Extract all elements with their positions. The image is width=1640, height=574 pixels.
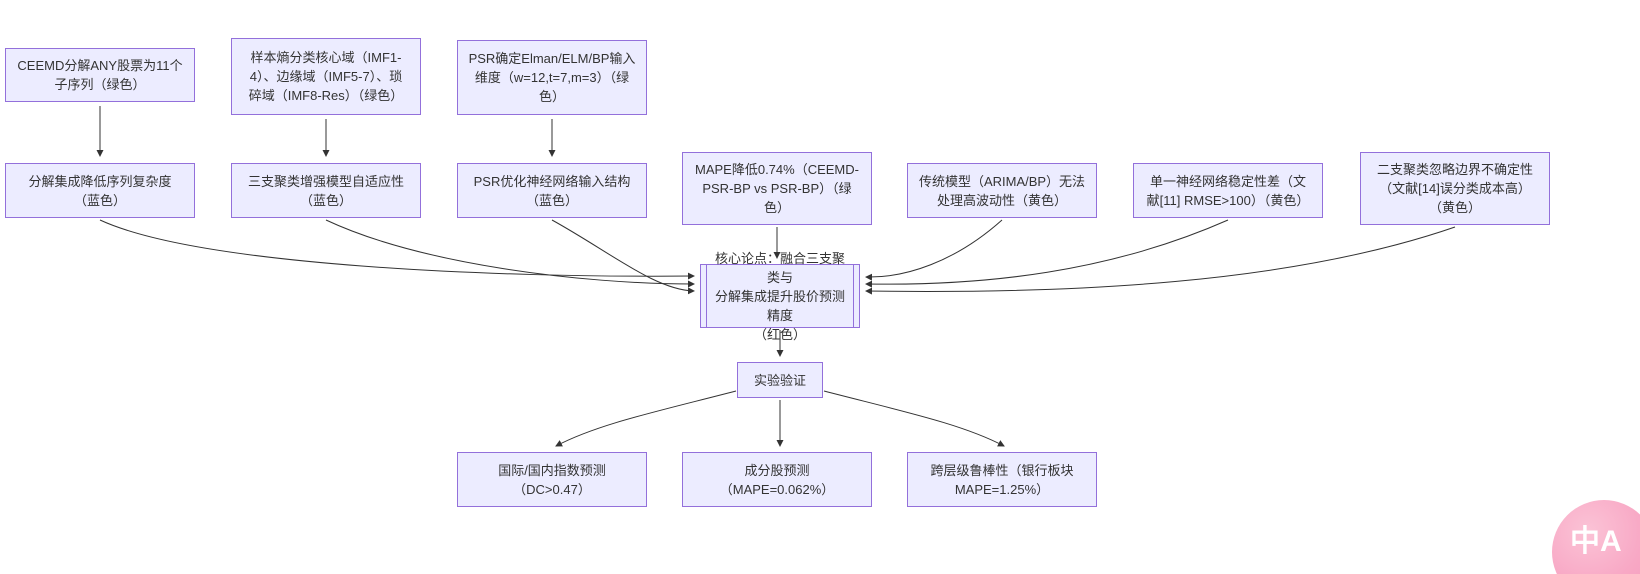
node-ceemd-decompose: CEEMD分解ANY股票为11个 子序列（绿色） (5, 48, 195, 102)
node-psr-structure-label: PSR优化神经网络输入结构 （蓝色） (473, 173, 631, 208)
node-sample-entropy: 样本熵分类核心域（IMF1- 4）、边缘域（IMF5-7）、琐 碎域（IMF8-… (231, 38, 421, 115)
edge-experiment-robustness (823, 390, 1005, 447)
node-traditional-model-label: 传统模型（ARIMA/BP）无法 处理高波动性（黄色） (918, 173, 1086, 208)
node-psr-dimension: PSR确定Elman/ELM/BP输入 维度（w=12,t=7,m=3）（绿 色… (457, 40, 647, 115)
node-decompose-complexity-label: 分解集成降低序列复杂度 （蓝色） (28, 173, 172, 208)
node-experiment: 实验验证 (737, 362, 823, 398)
node-mape-drop: MAPE降低0.74%（CEEMD- PSR-BP vs PSR-BP）（绿 色… (682, 152, 872, 225)
edge-singlenn-core (865, 219, 1229, 288)
node-single-nn-label: 单一神经网络稳定性差（文 献[11] RMSE>100）（黄色） (1146, 173, 1310, 208)
edge-traditional-core (865, 219, 1003, 281)
node-threeway-adaptive-label: 三支聚类增强模型自适应性 （蓝色） (247, 173, 404, 208)
translate-badge-button[interactable]: 中A (1552, 500, 1640, 574)
node-constituent-prediction-label: 成分股预测 （MAPE=0.062%） (719, 462, 835, 497)
node-single-nn: 单一神经网络稳定性差（文 献[11] RMSE>100）（黄色） (1133, 163, 1323, 218)
edge-complexity-core (99, 219, 695, 280)
node-mape-drop-label: MAPE降低0.74%（CEEMD- PSR-BP vs PSR-BP）（绿 色… (695, 162, 859, 215)
node-core-thesis: 核心论点：融合三支聚类与 分解集成提升股价预测精度 （红色） (700, 251, 860, 342)
node-decompose-complexity: 分解集成降低序列复杂度 （蓝色） (5, 163, 195, 218)
node-psr-dimension-label: PSR确定Elman/ELM/BP输入 维度（w=12,t=7,m=3）（绿 色… (468, 51, 636, 104)
node-constituent-prediction: 成分股预测 （MAPE=0.062%） (682, 452, 872, 507)
node-twoway-cluster: 二支聚类忽略边界不确定性 （文献[14]误分类成本高） （黄色） (1360, 152, 1550, 225)
translate-badge-label: 中A (1570, 525, 1622, 558)
node-experiment-label: 实验验证 (753, 372, 806, 388)
node-robustness: 跨层级鲁棒性（银行板块 MAPE=1.25%） (907, 452, 1097, 507)
node-sample-entropy-label: 样本熵分类核心域（IMF1- 4）、边缘域（IMF5-7）、琐 碎域（IMF8-… (248, 50, 404, 103)
edge-twoway-core (865, 226, 1456, 295)
node-psr-structure: PSR优化神经网络输入结构 （蓝色） (457, 163, 647, 218)
edge-adaptive-core (325, 219, 695, 288)
edge-experiment-indexpred (555, 390, 737, 447)
node-index-prediction-label: 国际/国内指数预测 （DC>0.47） (498, 462, 606, 497)
edge-psrstruct-core (551, 219, 695, 295)
node-core-thesis-label: 核心论点：融合三支聚类与 分解集成提升股价预测精度 （红色） (715, 250, 846, 342)
node-threeway-adaptive: 三支聚类增强模型自适应性 （蓝色） (231, 163, 421, 218)
node-robustness-label: 跨层级鲁棒性（银行板块 MAPE=1.25%） (930, 462, 1074, 497)
node-traditional-model: 传统模型（ARIMA/BP）无法 处理高波动性（黄色） (907, 163, 1097, 218)
node-ceemd-decompose-label: CEEMD分解ANY股票为11个 子序列（绿色） (17, 58, 183, 92)
node-twoway-cluster-label: 二支聚类忽略边界不确定性 （文献[14]误分类成本高） （黄色） (1376, 162, 1533, 215)
node-index-prediction: 国际/国内指数预测 （DC>0.47） (457, 452, 647, 507)
